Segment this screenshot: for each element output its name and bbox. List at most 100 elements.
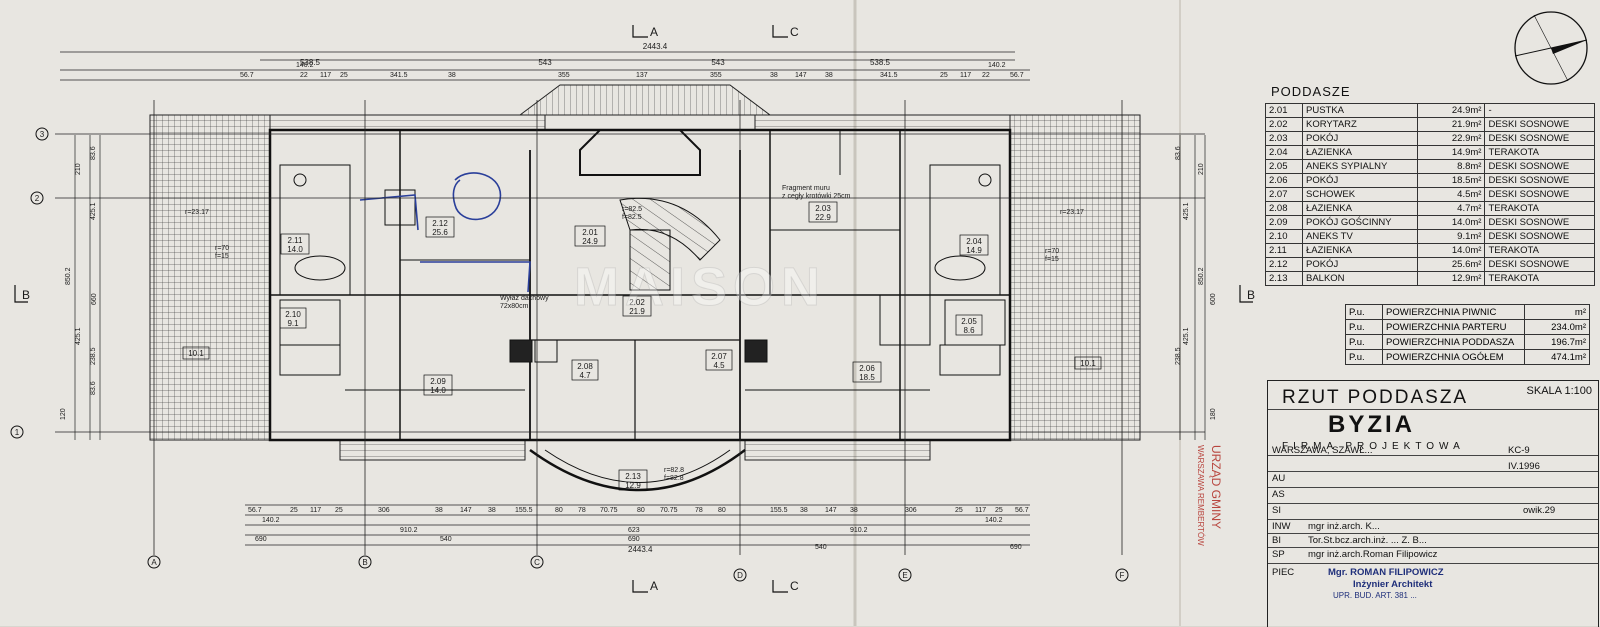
f-value: r=23.17	[185, 209, 209, 216]
room-finish-cell: DESKI SOSNOWE	[1484, 257, 1595, 272]
room-name-cell: ANEKS SYPIALNY	[1301, 159, 1419, 174]
axis-2: 2	[35, 194, 40, 203]
room-2-09-area: 14.0	[430, 386, 446, 395]
area-pu-cell: P.u.	[1345, 304, 1383, 320]
dim-bottom: 70.75	[660, 507, 678, 514]
dim-top: 25	[940, 72, 948, 79]
room-2-01-area: 24.9	[582, 237, 598, 246]
room-area-cell: 18.5m²	[1417, 173, 1486, 188]
room-num-cell: 2.10	[1265, 229, 1303, 244]
room-name-cell: PUSTKA	[1301, 103, 1419, 118]
dim-top: 38	[770, 72, 778, 79]
room-num-cell: 2.03	[1265, 131, 1303, 146]
dim-bottom: 56.7	[1015, 507, 1029, 514]
f-value: r=82.5	[622, 206, 642, 213]
room-2-10-id: 2.10	[285, 310, 301, 319]
dim-left: 238.5	[90, 347, 97, 365]
room-area-cell: 14.0m²	[1417, 243, 1486, 258]
drawing-scale: SKALA 1:100	[1526, 385, 1592, 397]
dim-bottom: 690	[255, 536, 267, 543]
roof-zone-label-left: 10.1	[188, 349, 204, 358]
room-finish-cell: DESKI SOSNOWE	[1484, 215, 1595, 230]
room-num-cell: 2.07	[1265, 187, 1303, 202]
dim-total-bottom: 2443.4	[628, 545, 653, 554]
room-2-12-id: 2.12	[432, 219, 448, 228]
room-2-06-id: 2.06	[859, 364, 875, 373]
top-dimensions: 2443.4 538.5 543 543 538.5 56.7 140.2 22…	[240, 42, 1024, 79]
area-pu-cell: P.u.	[1345, 349, 1383, 365]
room-num-cell: 2.13	[1265, 271, 1303, 286]
section-a-bottom: A	[650, 579, 658, 593]
dim-bottom: 155.5	[770, 507, 788, 514]
firm-name: BYZIA	[1328, 411, 1415, 438]
room-2-08-id: 2.08	[577, 362, 593, 371]
area-label-cell: POWIERZCHNIA PIWNIC	[1382, 304, 1525, 320]
room-name-cell: KORYTARZ	[1301, 117, 1419, 132]
dim-top: 56.7	[1010, 72, 1024, 79]
axis-a: A	[151, 558, 157, 567]
designer: mgr inż.arch. K...	[1308, 521, 1380, 532]
dim-bottom: 140.2	[985, 517, 1003, 524]
axis-c: C	[534, 558, 540, 567]
dim-right: 425.1	[1183, 202, 1190, 220]
dim-bottom: 38	[435, 507, 443, 514]
dim-bottom: 38	[850, 507, 858, 514]
room-2-10-area: 9.1	[287, 319, 299, 328]
room-2-07-id: 2.07	[711, 352, 727, 361]
f-value: f=82.5	[622, 214, 642, 221]
dim-bottom: 155.5	[515, 507, 533, 514]
room-2-13-id: 2.13	[625, 472, 641, 481]
section-markers	[14, 25, 1253, 593]
dim-top: 538.5	[870, 58, 891, 67]
grid-axes	[55, 100, 1205, 555]
svg-text:WARSZAWA REMBERTÓW: WARSZAWA REMBERTÓW	[1196, 445, 1205, 546]
room-num-cell: 2.09	[1265, 215, 1303, 230]
room-finish-cell: DESKI SOSNOWE	[1484, 229, 1595, 244]
dim-right: 600	[1210, 293, 1217, 305]
dim-bottom: 306	[378, 507, 390, 514]
area-label-cell: POWIERZCHNIA PARTERU	[1382, 319, 1525, 335]
row-label: SP	[1272, 549, 1285, 560]
dim-bottom: 78	[695, 507, 703, 514]
watermark: MAISON	[574, 257, 826, 317]
area-value-cell: 234.0m²	[1524, 319, 1590, 335]
room-area-cell: 8.8m²	[1417, 159, 1486, 174]
dim-top: 355	[710, 72, 722, 79]
dim-left: 425.1	[75, 327, 82, 345]
dim-top: 355	[558, 72, 570, 79]
room-name-cell: ŁAZIENKA	[1301, 145, 1419, 160]
room-finish-cell: TERAKOTA	[1484, 145, 1595, 160]
room-area-cell: 12.9m²	[1417, 271, 1486, 286]
axis-1: 1	[15, 428, 20, 437]
f-value: r=23.17	[1060, 209, 1084, 216]
room-num-cell: 2.11	[1265, 243, 1303, 258]
row-label: SI	[1272, 505, 1281, 516]
room-num-cell: 2.06	[1265, 173, 1303, 188]
room-name-cell: POKÓJ GOŚCINNY	[1301, 215, 1419, 230]
section-b-right: B	[1247, 288, 1255, 302]
f-value: f=15	[215, 253, 229, 260]
room-2-05-area: 8.6	[963, 326, 975, 335]
dim-top: 140.2	[988, 62, 1006, 69]
dim-right: 425.1	[1183, 327, 1190, 345]
dim-top: 38	[825, 72, 833, 79]
room-num-cell: 2.01	[1265, 103, 1303, 118]
axis-e: E	[902, 571, 907, 580]
room-name-cell: ŁAZIENKA	[1301, 201, 1419, 216]
room-finish-cell: DESKI SOSNOWE	[1484, 159, 1595, 174]
dim-top: 538.5	[300, 58, 321, 67]
dim-bottom: 38	[800, 507, 808, 514]
axis-b: B	[362, 558, 367, 567]
project-code: KC-9	[1508, 445, 1530, 456]
stamp-role: Inżynier Architekt	[1353, 579, 1433, 590]
row-label: AS	[1272, 489, 1285, 500]
